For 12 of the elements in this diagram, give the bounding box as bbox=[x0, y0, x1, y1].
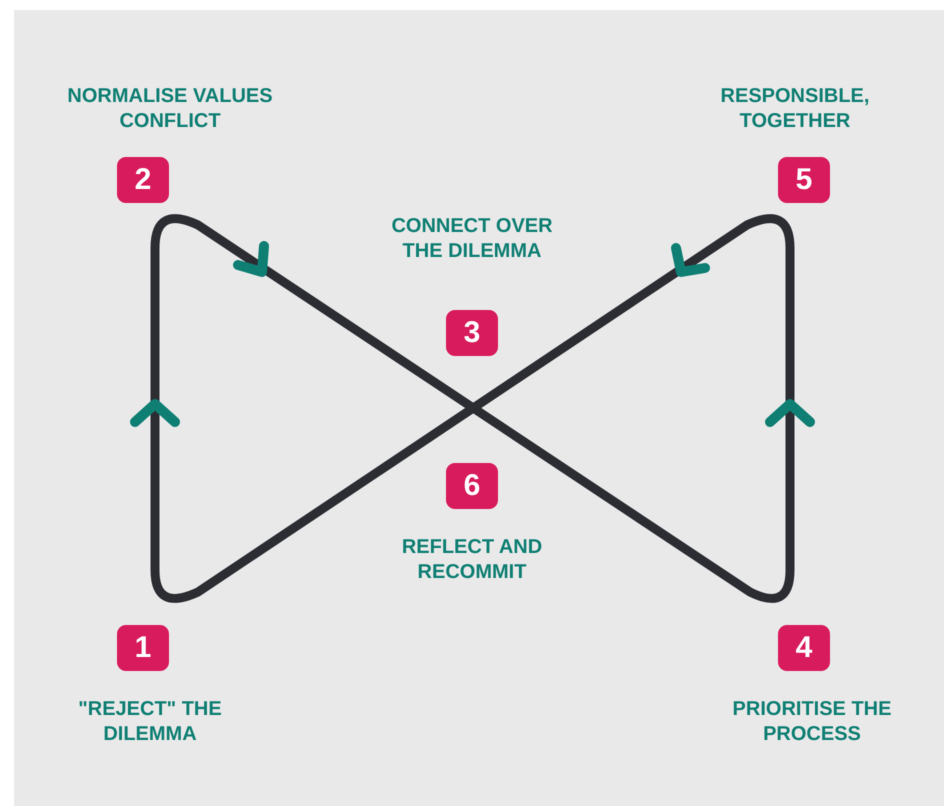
step-number: 2 bbox=[117, 157, 169, 203]
step-label: PRIORITISE THE PROCESS bbox=[732, 697, 892, 747]
step-number: 5 bbox=[778, 157, 830, 203]
step-number: 6 bbox=[446, 463, 498, 509]
step-label: "REJECT" THE DILEMMA bbox=[77, 697, 223, 747]
step-label: REFLECT AND RECOMMIT bbox=[400, 535, 544, 585]
step-number: 3 bbox=[446, 310, 498, 356]
step-number: 1 bbox=[117, 625, 169, 671]
step-label: NORMALISE VALUES CONFLICT bbox=[66, 84, 274, 134]
step-label: CONNECT OVER THE DILEMMA bbox=[390, 214, 554, 264]
step-label: RESPONSIBLE, TOGETHER bbox=[720, 84, 870, 134]
step-number: 4 bbox=[778, 625, 830, 671]
